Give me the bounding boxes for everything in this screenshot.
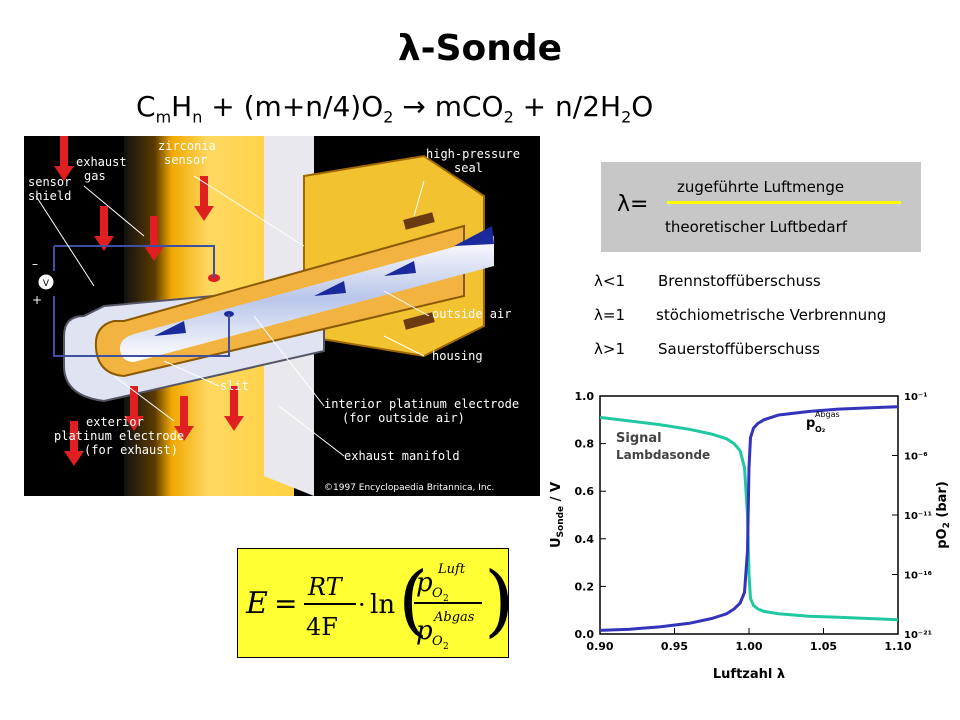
svg-text:exhaust: exhaust <box>76 155 127 169</box>
svg-text:O: O <box>432 586 443 601</box>
svg-text:Abgas: Abgas <box>433 610 475 625</box>
svg-text:zirconia: zirconia <box>158 139 216 153</box>
svg-text:2: 2 <box>443 594 449 604</box>
page-title: λ-Sonde <box>397 28 563 69</box>
svg-text:platinum electrode: platinum electrode <box>54 429 184 443</box>
y-tick-label: 0.0 <box>575 628 595 641</box>
svg-text:©1997 Encyclopaedia Britannica: ©1997 Encyclopaedia Britannica, Inc. <box>324 483 494 493</box>
svg-text:exterior: exterior <box>86 415 144 429</box>
svg-text:interior platinum electrode: interior platinum electrode <box>324 397 519 411</box>
y2-axis-label: pO2 (bar) <box>935 481 952 549</box>
svg-text:ln: ln <box>370 590 395 620</box>
svg-text:–: – <box>32 257 38 271</box>
svg-text:sensor: sensor <box>28 175 71 189</box>
x-tick-label: 1.00 <box>735 640 762 653</box>
x-tick-label: 0.95 <box>661 640 688 653</box>
svg-text:(for outside air): (for outside air) <box>342 411 465 425</box>
x-tick-label: 1.05 <box>810 640 837 653</box>
lambda-symbol: λ= <box>617 192 649 217</box>
lambda-denominator: theoretischer Luftbedarf <box>665 218 848 236</box>
svg-text:4F: 4F <box>306 613 338 641</box>
svg-text:): ) <box>484 556 508 646</box>
y-axis-ticks: 0.0 0.2 0.4 0.6 0.8 1.0 <box>575 390 606 641</box>
svg-text:·: · <box>358 591 366 619</box>
x-tick-label: 0.90 <box>586 640 613 653</box>
svg-text:exhaust manifold: exhaust manifold <box>344 449 460 463</box>
y-tick-label: 0.6 <box>575 485 595 498</box>
lambda-sensor-illustration: V – + exhaust gas zirconia sensor high-p… <box>24 136 540 496</box>
nernst-formula: E = RT 4F · ln ( p O 2 Luft p O 2 Abgas … <box>245 556 514 652</box>
svg-text:E: E <box>245 586 268 621</box>
svg-text:USonde / V: USonde / V <box>549 482 566 548</box>
annotation-po2: p <box>806 416 815 431</box>
combustion-equation: CmHn + (m+n/4)O2 → mCO2 + n/2H2O <box>136 90 654 127</box>
y2-axis-ticks: 10⁻²¹ 10⁻¹⁶ 10⁻¹¹ 10⁻⁶ 10⁻¹ <box>892 392 932 641</box>
chart-series <box>599 405 899 632</box>
svg-text:O: O <box>432 634 443 649</box>
svg-text:seal: seal <box>454 161 483 175</box>
svg-text:+: + <box>32 293 42 307</box>
svg-text:pO2 (bar): pO2 (bar) <box>935 481 952 549</box>
svg-text:V: V <box>43 279 50 289</box>
svg-text:O₂: O₂ <box>815 425 826 434</box>
svg-text:outside air: outside air <box>432 307 511 321</box>
svg-text:slit: slit <box>220 379 249 393</box>
exhaust-flow-arrows <box>54 136 244 466</box>
series-po2-line <box>599 405 899 632</box>
svg-text:p: p <box>416 568 433 598</box>
annotation-signal: Signal <box>616 431 662 446</box>
svg-text:high-pressure: high-pressure <box>426 147 520 161</box>
y2-tick-label: 10⁻²¹ <box>904 630 932 641</box>
svg-text:=: = <box>274 587 297 620</box>
svg-text:Abgas: Abgas <box>815 410 840 419</box>
y-axis-label: USonde / V <box>549 482 566 548</box>
air-channel <box>119 236 494 362</box>
svg-text:2: 2 <box>443 642 449 652</box>
x-axis-ticks: 0.90 0.95 1.00 1.05 1.10 <box>586 628 912 653</box>
svg-text:(for exhaust): (for exhaust) <box>84 443 178 457</box>
lambda-numerator: zugeführte Luftmenge <box>677 178 845 196</box>
svg-text:Luft: Luft <box>437 562 466 577</box>
voltmeter-icon <box>37 273 55 291</box>
svg-text:RT: RT <box>307 573 344 601</box>
annotation-lambdasonde: Lambdasonde <box>616 448 710 462</box>
y2-tick-label: 10⁻¹¹ <box>904 511 932 522</box>
y-tick-label: 0.4 <box>575 533 595 546</box>
svg-text:housing: housing <box>432 349 483 363</box>
y-tick-label: 1.0 <box>575 390 595 403</box>
y-tick-label: 0.2 <box>575 580 595 593</box>
svg-text:shield: shield <box>28 189 71 203</box>
lambda-definition-box: λ= zugeführte Luftmenge theoretischer Lu… <box>601 162 921 252</box>
fraction-bar <box>667 201 901 204</box>
y2-tick-label: 10⁻¹⁶ <box>904 571 932 582</box>
x-axis-label: Luftzahl λ <box>713 667 785 682</box>
svg-text:p: p <box>416 616 433 646</box>
svg-text:sensor: sensor <box>164 153 207 167</box>
y2-tick-label: 10⁻⁶ <box>904 452 928 463</box>
svg-text:gas: gas <box>84 169 106 183</box>
x-tick-label: 1.10 <box>884 640 911 653</box>
nernst-formula-box: E = RT 4F · ln ( p O 2 Luft p O 2 Abgas … <box>237 548 514 658</box>
y2-tick-label: 10⁻¹ <box>904 392 928 403</box>
y-tick-label: 0.8 <box>575 438 595 451</box>
svg-text:(: ( <box>398 556 428 646</box>
